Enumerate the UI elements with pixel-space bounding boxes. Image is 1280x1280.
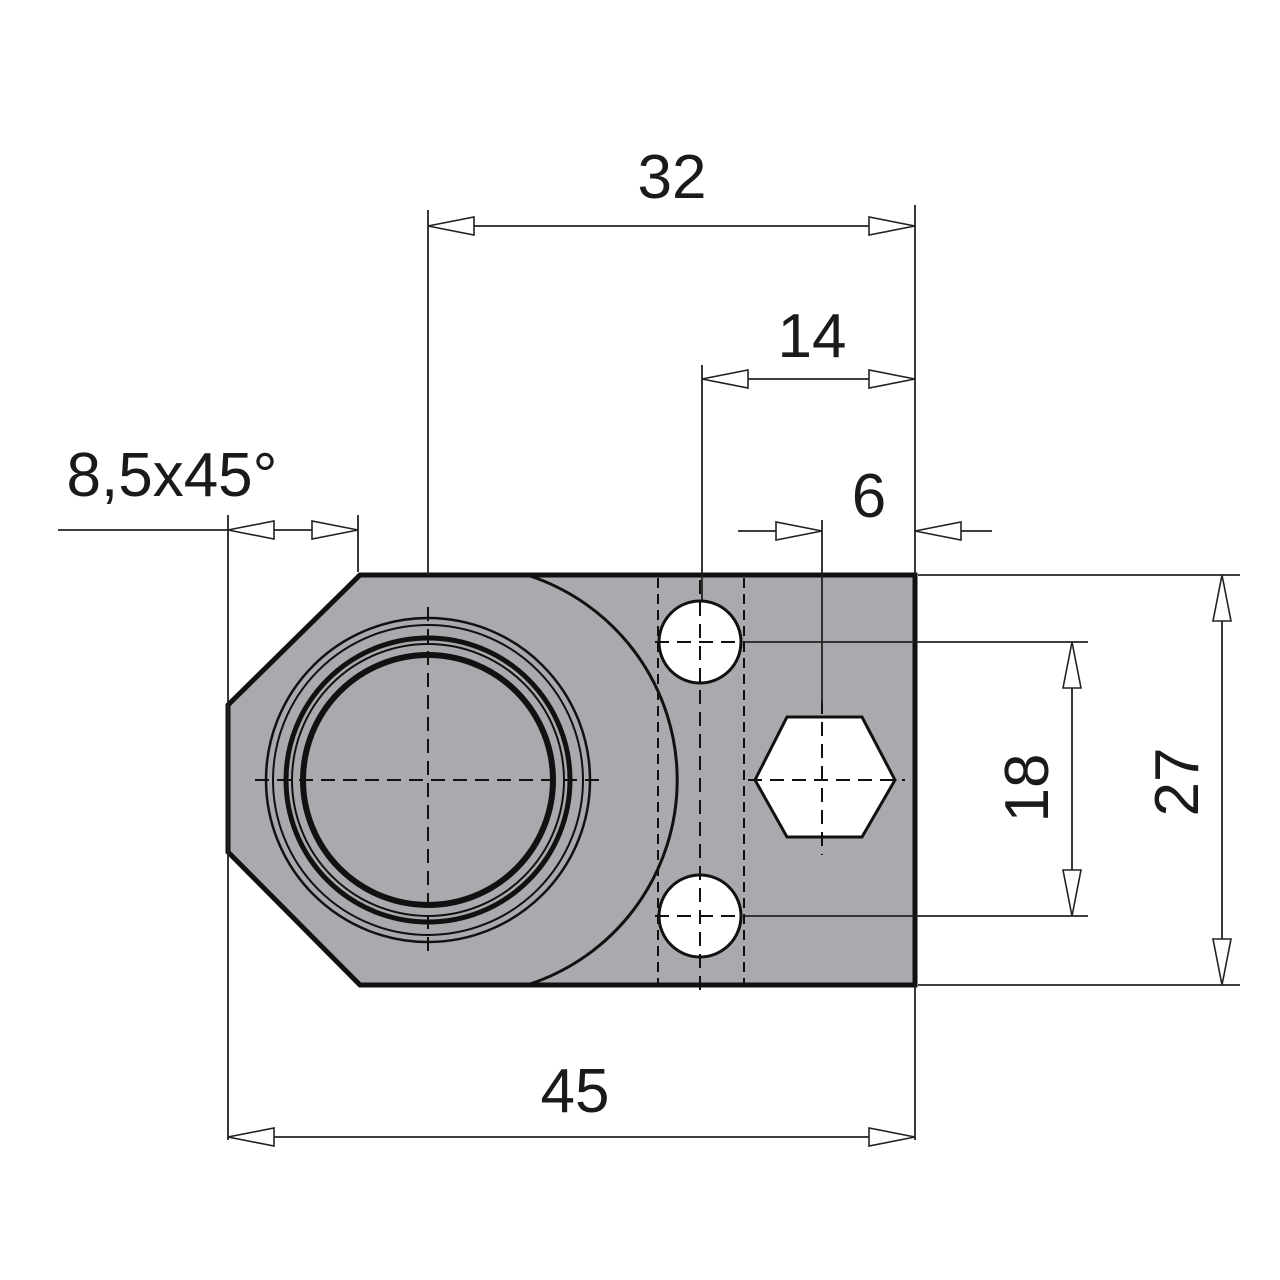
dimension-27-label: 27 bbox=[1143, 748, 1212, 817]
center-lines bbox=[255, 580, 905, 995]
dimension-32-label: 32 bbox=[638, 143, 707, 212]
chamfer-label: 8,5x45° bbox=[67, 441, 278, 510]
extension-lines bbox=[227, 205, 1240, 1140]
dimension-18-label: 18 bbox=[993, 754, 1062, 823]
hex-pocket bbox=[753, 715, 897, 839]
dimension-6-label: 6 bbox=[852, 462, 886, 531]
dimension-14-label: 14 bbox=[778, 302, 847, 371]
dimension-45-label: 45 bbox=[541, 1057, 610, 1126]
boss-arc bbox=[526, 573, 679, 987]
